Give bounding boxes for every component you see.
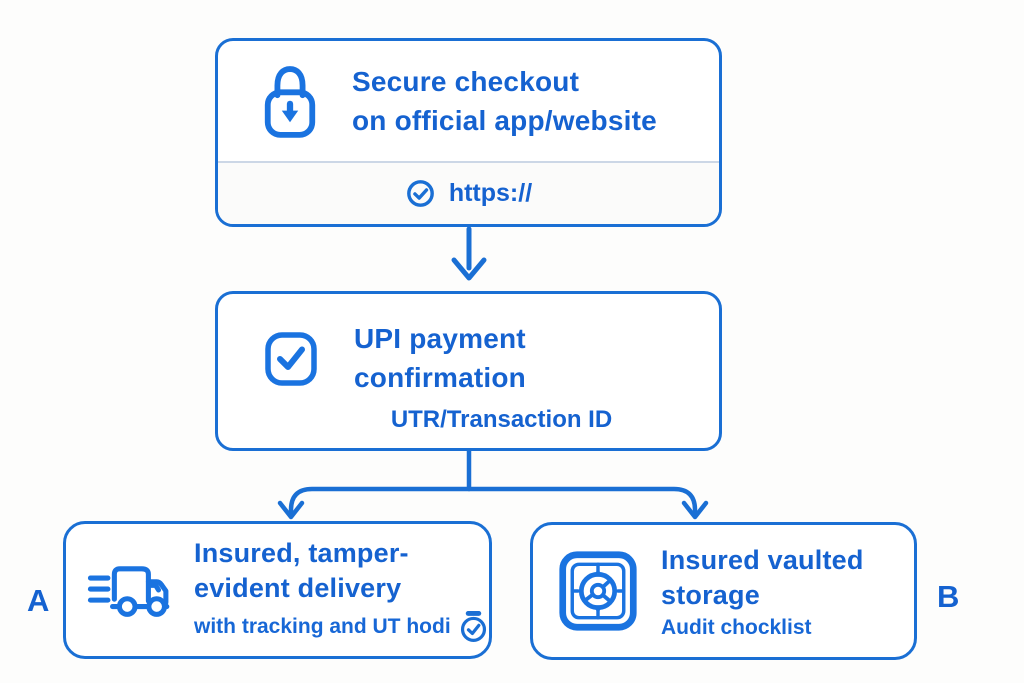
branch-a-inner: Insured, tamper- evident delivery with t…: [66, 524, 489, 656]
delivery-truck-icon: [87, 566, 170, 617]
title-line: storage: [661, 579, 760, 610]
title-line: Secure checkout: [352, 66, 580, 97]
title-line: confirmation: [354, 362, 526, 393]
step-secure-checkout-title: Secure checkout on official app/website: [352, 62, 657, 140]
step-secure-checkout-main: Secure checkout on official app/website: [218, 41, 719, 161]
branch-b-inner: Insured vaulted storage Audit chocklist: [533, 525, 914, 657]
branch-b-title: Insured vaulted storage: [661, 543, 864, 613]
title-line: Insured, tamper-: [194, 538, 409, 568]
title-line: evident delivery: [194, 573, 402, 603]
checkbox-checked-icon: [265, 331, 317, 386]
check-circle-icon: [406, 180, 434, 207]
branch-insured-delivery: Insured, tamper- evident delivery with t…: [63, 521, 492, 659]
branch-insured-vaulted-storage: Insured vaulted storage Audit chocklist: [530, 522, 917, 660]
lock-download-icon: [264, 66, 316, 138]
https-badge-label: https://: [448, 179, 533, 207]
branch-a-subtitle: with tracking and UT hodi: [194, 609, 489, 644]
branch-b-text: Insured vaulted storage Audit chocklist: [661, 543, 864, 640]
stopwatch-check-icon: [460, 611, 486, 642]
utr-transaction-id-label: UTR/Transaction ID: [390, 406, 613, 433]
title-line: UPI payment: [354, 323, 526, 354]
step-upi-payment-confirmation: UPI payment confirmation UTR/Transaction…: [215, 291, 722, 451]
step-upi-title: UPI payment confirmation: [354, 319, 526, 397]
step-upi-main: UPI payment confirmation: [218, 294, 719, 397]
branch-b-subtitle: Audit chocklist: [661, 616, 864, 640]
title-line: on official app/website: [352, 105, 657, 136]
branch-b-label: B: [937, 579, 960, 614]
branch-a-subtitle-text: with tracking and UT hodi: [194, 614, 451, 638]
branch-b-subtitle-text: Audit chocklist: [661, 615, 812, 639]
https-badge: https://: [218, 161, 719, 224]
vault-safe-icon: [559, 551, 637, 631]
step-secure-checkout: Secure checkout on official app/website …: [215, 38, 722, 227]
branch-a-title: Insured, tamper- evident delivery: [194, 536, 489, 606]
title-line: Insured vaulted: [661, 544, 864, 575]
branch-a-label: A: [27, 583, 50, 618]
branch-a-text: Insured, tamper- evident delivery with t…: [194, 536, 489, 644]
